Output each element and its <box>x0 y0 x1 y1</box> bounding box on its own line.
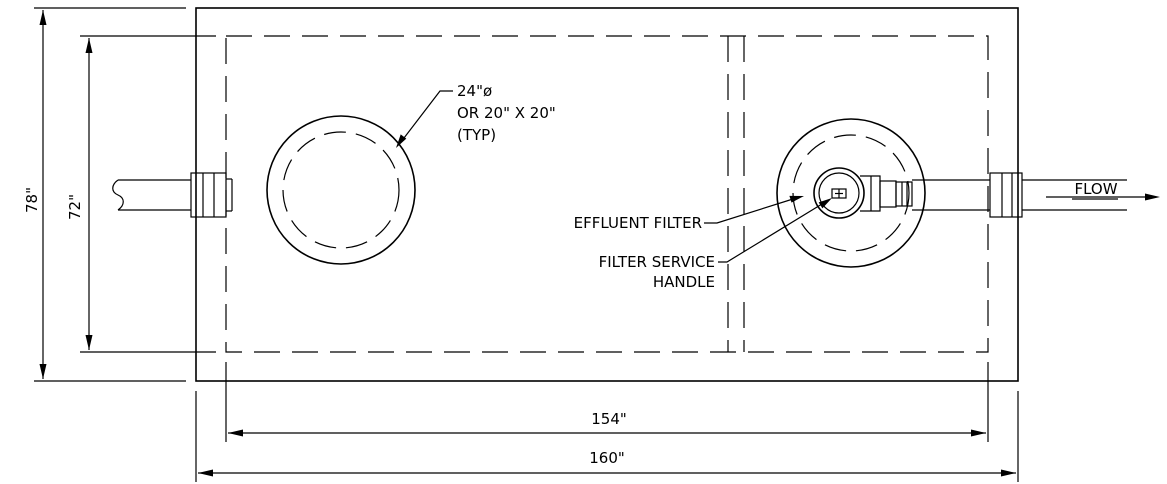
filter-service-handle-label: HANDLE <box>653 273 715 291</box>
inner-height-dimension <box>80 35 216 353</box>
access-callout-leader <box>396 90 453 148</box>
access-typ-label: (TYP) <box>457 126 496 144</box>
outlet-access-riser <box>776 118 926 268</box>
outer-length-dimension <box>195 391 1019 482</box>
flow-arrow <box>1046 193 1160 201</box>
inner-height-label: 72" <box>66 194 84 220</box>
effluent-filter-assembly <box>813 167 913 219</box>
outer-height-label: 78" <box>23 187 41 213</box>
tank-outer-wall <box>195 7 1019 382</box>
access-size-label: 24"ø <box>457 82 492 100</box>
inner-length-label: 154" <box>591 410 627 428</box>
effluent-filter-label: EFFLUENT FILTER <box>574 214 702 232</box>
inlet-access-riser <box>266 115 416 265</box>
access-alt-size-label: OR 20" X 20" <box>457 104 556 122</box>
tank-inner-outline <box>225 35 989 353</box>
compartment-wall <box>727 36 745 352</box>
outlet-pipe <box>912 172 1127 218</box>
filter-service-handle-leader <box>718 198 832 263</box>
outer-length-label: 160" <box>589 449 625 467</box>
filter-service-label: FILTER SERVICE <box>599 253 715 271</box>
outer-height-dimension <box>34 7 186 382</box>
inlet-pipe <box>112 172 233 218</box>
effluent-filter-leader <box>704 195 804 224</box>
flow-label: FLOW <box>1074 180 1117 198</box>
inner-length-dimension <box>225 362 989 442</box>
